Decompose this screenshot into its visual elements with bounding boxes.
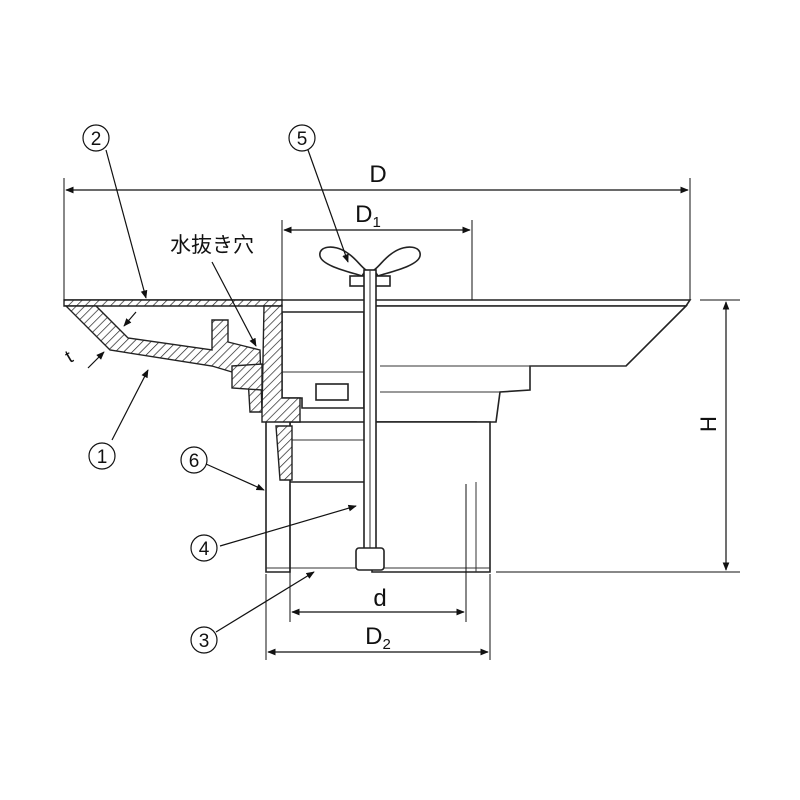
label-D2: D2 <box>365 623 391 653</box>
marker-circle-3 <box>190 626 218 654</box>
marker-circle-5 <box>288 124 316 152</box>
part-number-markers: 2 5 1 6 4 3 <box>82 124 316 654</box>
marker-2: 2 <box>91 129 102 150</box>
label-D2-main: D <box>365 623 382 650</box>
marker-4: 4 <box>199 539 210 560</box>
marker-6: 6 <box>189 451 200 472</box>
marker-circle-2 <box>82 124 110 152</box>
leader-1 <box>111 369 149 441</box>
marker-1: 1 <box>97 447 108 468</box>
section-hatched-parts <box>63 299 301 481</box>
label-d: d <box>373 585 386 612</box>
marker-5: 5 <box>297 129 308 150</box>
leader-5 <box>307 149 349 263</box>
t-arrow-top <box>123 311 137 327</box>
label-D: D <box>369 161 386 188</box>
trap-cup-wall-section <box>275 425 293 481</box>
leader-water-hole <box>211 261 257 347</box>
label-D1: D1 <box>355 201 381 231</box>
label-H: H <box>696 416 721 432</box>
wing-left <box>319 246 368 277</box>
dimension-labels: D D1 d D2 H t 水抜き穴 <box>62 161 721 653</box>
label-water-drain-hole: 水抜き穴 <box>170 233 254 257</box>
marker-circle-6 <box>180 446 208 474</box>
leader-6 <box>205 463 265 491</box>
marker-3: 3 <box>199 631 210 652</box>
leader-3 <box>215 571 315 633</box>
funnel-wall-section <box>64 305 263 413</box>
dimension-lines <box>63 178 740 660</box>
bolt-head <box>355 547 385 571</box>
outlet-pipe-right <box>371 421 491 573</box>
inner-ring-section <box>261 305 301 423</box>
nut-block <box>315 383 349 401</box>
flange-plate-section <box>63 299 283 307</box>
marker-circle-4 <box>190 534 218 562</box>
leader-2 <box>105 149 148 299</box>
label-D2-sub: 2 <box>383 636 391 653</box>
t-arrow-bottom <box>87 351 105 369</box>
wing-right <box>372 246 421 277</box>
marker-circle-1 <box>88 442 116 470</box>
drain-body <box>64 299 692 573</box>
collar-section <box>231 363 263 391</box>
label-t: t <box>62 346 78 367</box>
leader-lines <box>105 149 357 633</box>
label-D1-main: D <box>355 201 372 228</box>
funnel-body <box>371 305 688 423</box>
leader-4 <box>219 504 357 547</box>
label-D1-sub: 1 <box>373 214 381 231</box>
